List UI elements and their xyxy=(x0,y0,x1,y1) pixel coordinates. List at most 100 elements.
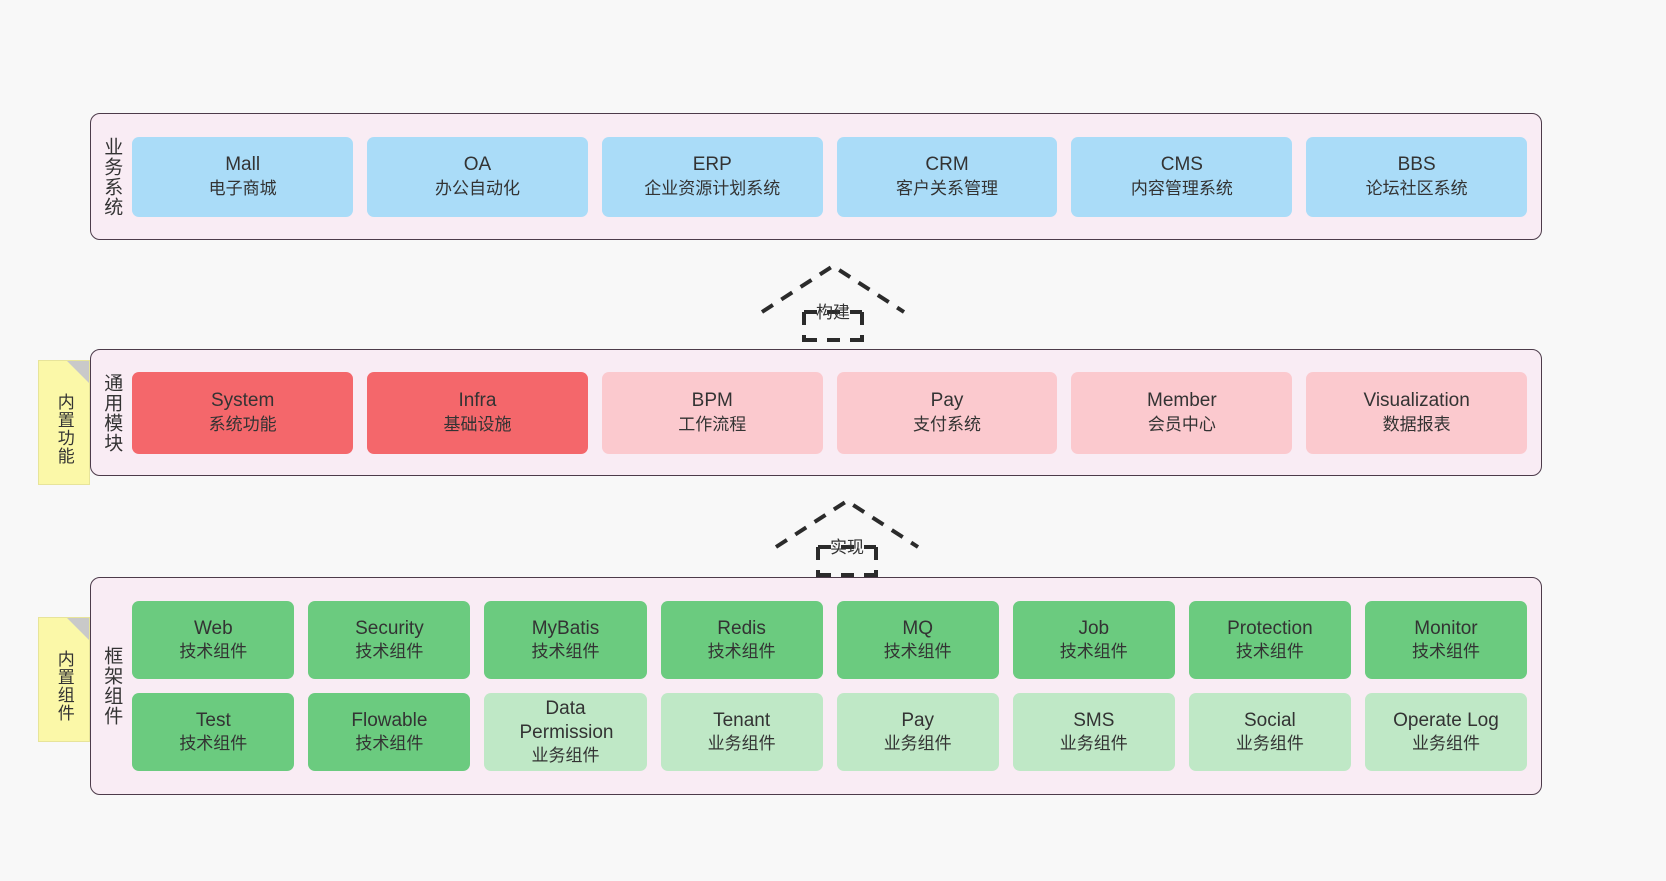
connector-build-shape xyxy=(760,263,906,342)
layer-body-common-modules: System 系统功能 Infra 基础设施 BPM 工作流程 Pay 支付系统… xyxy=(128,371,1541,454)
box-title: CRM xyxy=(925,154,969,176)
box-subtitle: 技术组件 xyxy=(707,642,776,662)
box-member[interactable]: Member 会员中心 xyxy=(1071,371,1293,454)
box-title: BPM xyxy=(691,390,733,412)
box-data-permission[interactable]: Data Permission 业务组件 xyxy=(484,693,647,771)
box-title: Flowable xyxy=(351,709,428,731)
box-subtitle: 支付系统 xyxy=(913,414,982,434)
note-builtin-features-text: 内置功能 xyxy=(54,392,74,465)
box-title: Infra xyxy=(458,390,497,412)
box-subtitle: 技术组件 xyxy=(179,734,248,754)
box-infra[interactable]: Infra 基础设施 xyxy=(367,371,588,454)
box-subtitle: 基础设施 xyxy=(443,414,512,434)
box-subtitle: 数据报表 xyxy=(1382,414,1451,434)
box-bpm[interactable]: BPM 工作流程 xyxy=(601,371,823,454)
box-title: MQ xyxy=(902,617,933,639)
connector-implement: 实现 xyxy=(772,497,922,577)
connector-build-label: 构建 xyxy=(816,303,850,322)
box-title: BBS xyxy=(1397,154,1436,176)
box-web[interactable]: Web 技术组件 xyxy=(132,601,295,679)
layer-title-business-systems: 业务系统 xyxy=(101,136,123,217)
box-sms[interactable]: SMS 业务组件 xyxy=(1012,693,1175,771)
box-title: Monitor xyxy=(1414,617,1478,639)
box-subtitle: 技术组件 xyxy=(1411,642,1480,662)
box-subtitle: 论坛社区系统 xyxy=(1365,178,1468,198)
box-tenant[interactable]: Tenant 业务组件 xyxy=(660,693,823,771)
box-monitor[interactable]: Monitor 技术组件 xyxy=(1364,601,1528,679)
box-subtitle: 业务组件 xyxy=(1411,734,1480,754)
box-security[interactable]: Security 技术组件 xyxy=(308,601,471,679)
box-title: Test xyxy=(195,709,231,731)
box-mall[interactable]: Mall 电子商城 xyxy=(132,136,354,217)
box-social[interactable]: Social 业务组件 xyxy=(1188,693,1351,771)
box-title: Redis xyxy=(717,617,766,639)
box-test[interactable]: Test 技术组件 xyxy=(132,693,295,771)
box-subtitle: 企业资源计划系统 xyxy=(644,178,781,198)
box-operate-log[interactable]: Operate Log 业务组件 xyxy=(1364,693,1528,771)
box-title: MyBatis xyxy=(531,617,600,639)
layer-title-common-modules: 通用模块 xyxy=(101,372,123,453)
box-title: Mall xyxy=(225,154,261,176)
note-builtin-components-text: 内置组件 xyxy=(54,649,74,722)
box-subtitle: 业务组件 xyxy=(1235,734,1304,754)
box-oa[interactable]: OA 办公自动化 xyxy=(367,136,588,217)
row-technical-components: Web 技术组件 Security 技术组件 MyBatis 技术组件 Redi… xyxy=(132,601,1528,679)
box-job[interactable]: Job 技术组件 xyxy=(1012,601,1175,679)
box-subtitle: 业务组件 xyxy=(707,734,776,754)
box-title: Security xyxy=(355,617,424,639)
row-common-modules: System 系统功能 Infra 基础设施 BPM 工作流程 Pay 支付系统… xyxy=(132,371,1528,454)
box-title: Pay xyxy=(901,709,935,731)
box-title: Operate Log xyxy=(1393,709,1499,731)
box-title: Protection xyxy=(1227,617,1313,639)
layer-business-systems: 业务系统 Mall 电子商城 OA 办公自动化 ERP 企业资源计划系统 CRM… xyxy=(90,113,1542,240)
note-builtin-features: 内置功能 xyxy=(38,360,90,485)
row-business-systems: Mall 电子商城 OA 办公自动化 ERP 企业资源计划系统 CRM 客户关系… xyxy=(132,136,1528,217)
layer-body-framework-components: Web 技术组件 Security 技术组件 MyBatis 技术组件 Redi… xyxy=(128,601,1541,771)
box-title: Web xyxy=(193,617,233,639)
box-title: System xyxy=(210,390,275,412)
box-subtitle: 电子商城 xyxy=(208,178,277,198)
layer-body-business-systems: Mall 电子商城 OA 办公自动化 ERP 企业资源计划系统 CRM 客户关系… xyxy=(128,136,1541,217)
box-cms[interactable]: CMS 内容管理系统 xyxy=(1071,136,1293,217)
box-subtitle: 系统功能 xyxy=(208,414,277,434)
box-pay-module[interactable]: Pay 支付系统 xyxy=(836,371,1058,454)
box-subtitle: 技术组件 xyxy=(179,642,248,662)
note-fold-corner xyxy=(67,618,89,640)
box-subtitle: 客户关系管理 xyxy=(896,178,999,198)
box-mq[interactable]: MQ 技术组件 xyxy=(836,601,999,679)
box-subtitle: 技术组件 xyxy=(355,734,424,754)
box-system[interactable]: System 系统功能 xyxy=(132,371,354,454)
row-business-components: Test 技术组件 Flowable 技术组件 Data Permission … xyxy=(132,693,1528,771)
box-pay-component[interactable]: Pay 业务组件 xyxy=(836,693,999,771)
box-redis[interactable]: Redis 技术组件 xyxy=(660,601,823,679)
box-title: Member xyxy=(1147,390,1217,412)
box-title: Social xyxy=(1244,709,1296,731)
connector-implement-label: 实现 xyxy=(830,538,864,557)
box-bbs[interactable]: BBS 论坛社区系统 xyxy=(1306,136,1528,217)
note-fold-corner xyxy=(67,361,89,383)
box-title: ERP xyxy=(692,154,732,176)
box-protection[interactable]: Protection 技术组件 xyxy=(1188,601,1351,679)
box-title: CMS xyxy=(1160,154,1203,176)
box-title: SMS xyxy=(1073,709,1115,731)
box-subtitle: 会员中心 xyxy=(1147,414,1216,434)
connector-build: 构建 xyxy=(758,262,908,342)
box-subtitle: 办公自动化 xyxy=(434,178,520,198)
box-flowable[interactable]: Flowable 技术组件 xyxy=(308,693,471,771)
box-subtitle: 内容管理系统 xyxy=(1130,178,1233,198)
box-subtitle: 业务组件 xyxy=(883,734,952,754)
layer-title-framework-components: 框架组件 xyxy=(101,646,123,726)
connector-implement-shape xyxy=(774,498,920,577)
box-subtitle: 技术组件 xyxy=(1235,642,1304,662)
box-crm[interactable]: CRM 客户关系管理 xyxy=(836,136,1058,217)
box-subtitle: 技术组件 xyxy=(1059,642,1128,662)
box-title: Data Permission xyxy=(519,697,614,744)
box-title: Pay xyxy=(930,390,964,412)
note-builtin-components: 内置组件 xyxy=(38,617,90,742)
box-erp[interactable]: ERP 企业资源计划系统 xyxy=(601,136,823,217)
box-visualization[interactable]: Visualization 数据报表 xyxy=(1306,371,1528,454)
box-mybatis[interactable]: MyBatis 技术组件 xyxy=(484,601,647,679)
layer-common-modules: 通用模块 System 系统功能 Infra 基础设施 BPM 工作流程 Pay… xyxy=(90,349,1542,476)
box-subtitle: 业务组件 xyxy=(531,746,600,766)
